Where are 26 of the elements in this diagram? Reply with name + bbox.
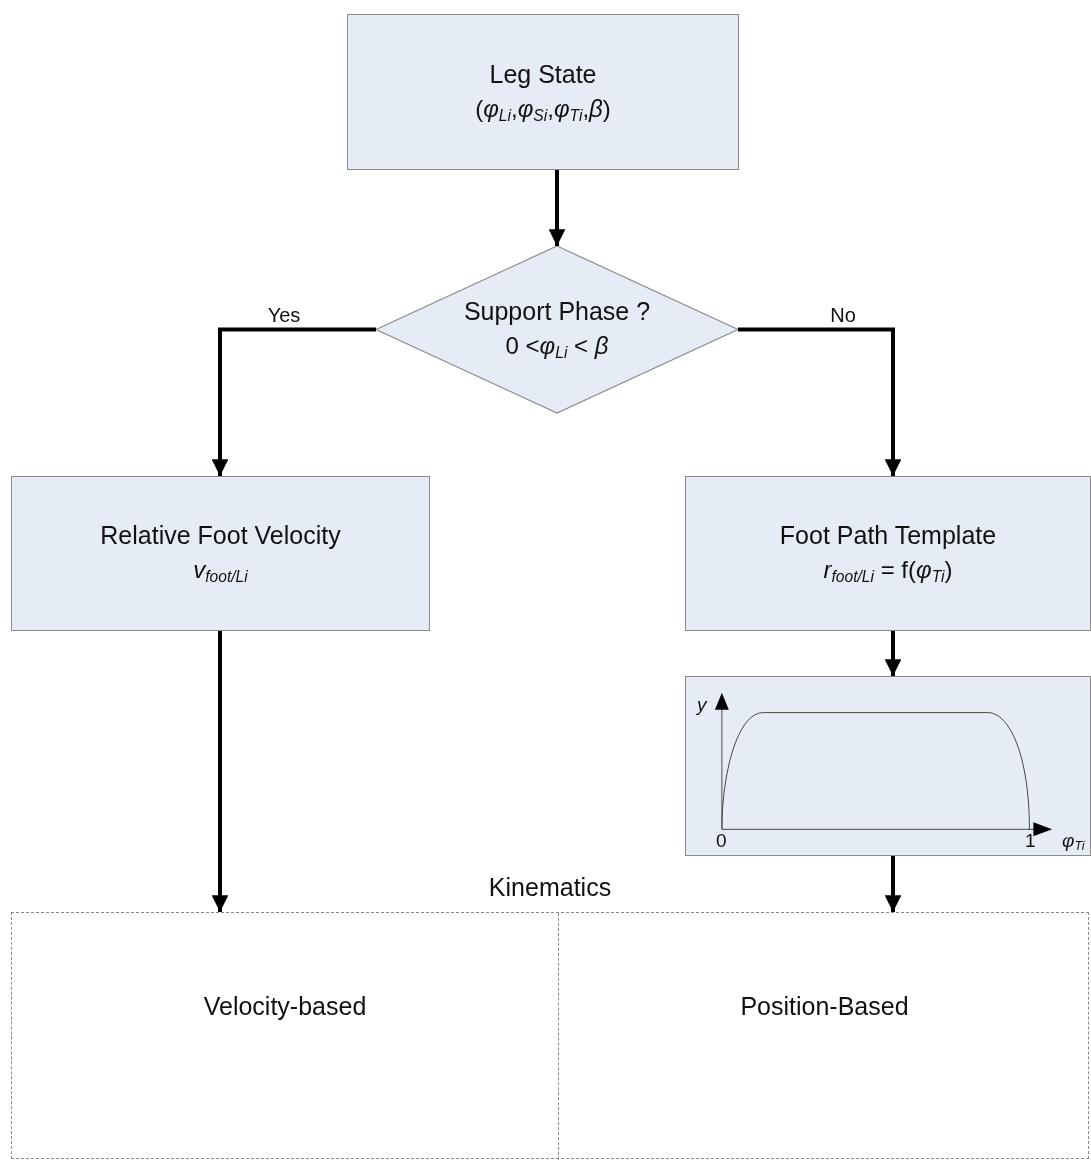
region-label: Position-Based bbox=[740, 992, 909, 1021]
arrow bbox=[738, 327, 902, 476]
process-box bbox=[685, 476, 1091, 631]
box-title: Leg State bbox=[489, 59, 597, 89]
axis-label: 0 bbox=[716, 830, 727, 852]
box-title: Relative Foot Velocity bbox=[100, 521, 341, 551]
arrow bbox=[548, 170, 566, 246]
region-label: Velocity-based bbox=[203, 992, 367, 1021]
group-heading: Kinematics bbox=[488, 873, 612, 902]
formula-text: (φ$_{Li}$,φ$_{Si}$,φ$_{Ti}$,β) bbox=[475, 94, 611, 125]
process-box bbox=[347, 14, 739, 170]
formula-text: v$_{foot/Li}$ bbox=[193, 556, 248, 586]
arrow bbox=[211, 327, 376, 476]
box-title: Foot Path Template bbox=[779, 521, 997, 551]
plot-panel bbox=[685, 676, 1091, 856]
axis-label: φ$_{Ti}$ bbox=[1062, 830, 1085, 854]
decision-diamond bbox=[376, 246, 738, 413]
process-box bbox=[11, 476, 430, 631]
arrow bbox=[884, 856, 902, 912]
axis-label: 1 bbox=[1025, 830, 1036, 852]
formula-text: r$_{foot/Li}$ = f(φ$_{Ti}$) bbox=[823, 556, 953, 586]
arrow bbox=[884, 631, 902, 676]
axis-label: y bbox=[697, 694, 707, 716]
decision-title: Support Phase ? bbox=[463, 297, 651, 327]
arrow bbox=[211, 631, 229, 912]
condition-formula: 0 <φ$_{Li}$ < β bbox=[505, 332, 609, 362]
